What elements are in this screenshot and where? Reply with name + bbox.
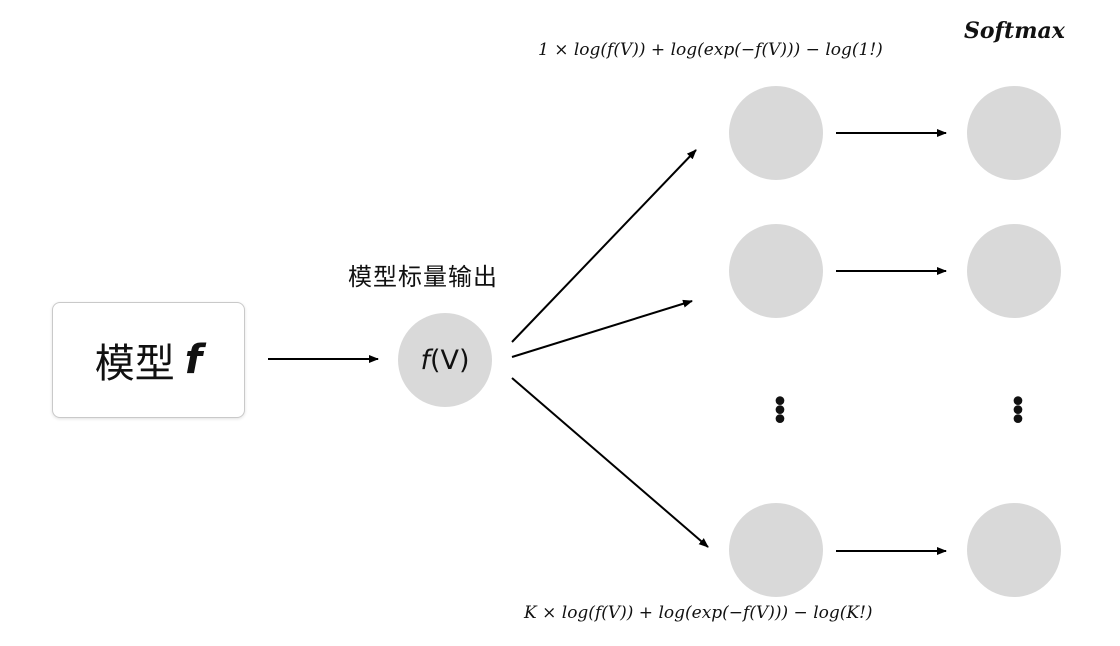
- arrow-fv-to-node-2: [511, 299, 693, 358]
- model-symbol: f: [184, 337, 203, 383]
- arrow-fv-to-node-k: [511, 377, 709, 548]
- scalar-output-label: 模型标量输出: [348, 263, 498, 291]
- fv-node: f(V): [398, 313, 492, 407]
- fv-function: f: [420, 344, 430, 376]
- ellipsis-left: •••: [771, 385, 789, 438]
- ellipsis-right: •••: [1009, 385, 1027, 438]
- formula-bottom: K × log(f(V)) + log(exp(−f(V))) − log(K!…: [524, 603, 873, 623]
- softmax-label: Softmax: [964, 18, 1065, 44]
- model-label: 模型: [94, 341, 175, 387]
- formula-top: 1 × log(f(V)) + log(exp(−f(V))) − log(1!…: [538, 40, 883, 60]
- fv-arg: (V): [429, 344, 470, 376]
- softmax-node-2: [967, 224, 1061, 318]
- poisson-node-2: [729, 224, 823, 318]
- poisson-node-1: [729, 86, 823, 180]
- arrow-fv-to-node-1: [511, 149, 697, 343]
- model-box: 模型 f: [52, 302, 245, 418]
- poisson-node-k: [729, 503, 823, 597]
- softmax-node-k: [967, 503, 1061, 597]
- softmax-node-1: [967, 86, 1061, 180]
